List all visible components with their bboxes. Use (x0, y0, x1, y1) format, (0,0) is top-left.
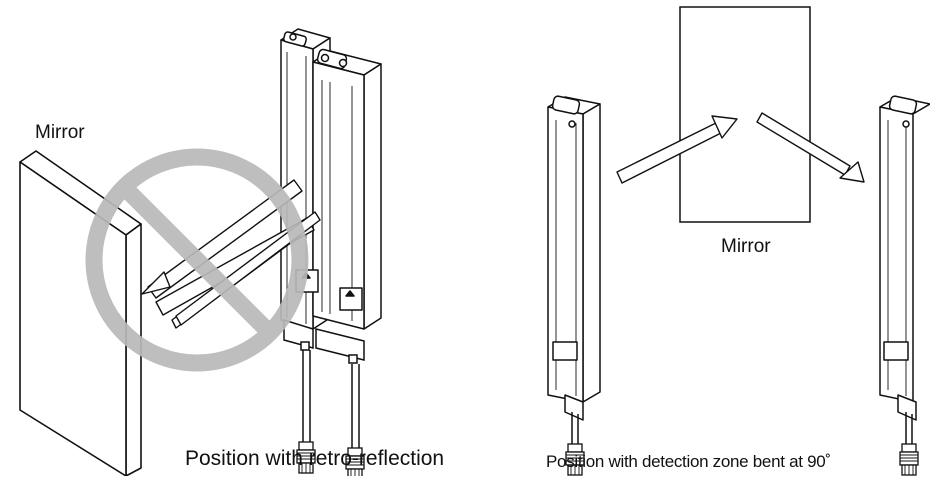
right-sensor-emitter (547, 95, 601, 466)
right-caption: Position with detection zone bent at 90˚ (546, 452, 831, 471)
left-sensor-caps (283, 318, 365, 364)
right-connector-2 (899, 443, 919, 476)
right-beam-incoming (616, 115, 738, 184)
right-mirror-label: Mirror (721, 236, 771, 257)
left-panel (19, 28, 382, 480)
left-sensor-front (295, 48, 382, 330)
left-caption: Position with retro-reflection (185, 447, 445, 470)
right-mirror (679, 6, 811, 223)
right-sensor-receiver (879, 95, 930, 466)
right-beam-outgoing (756, 112, 865, 183)
left-beams (141, 179, 321, 329)
prohibition-icon (85, 148, 309, 372)
right-panel (547, 6, 930, 476)
left-mirror-label: Mirror (35, 122, 85, 143)
